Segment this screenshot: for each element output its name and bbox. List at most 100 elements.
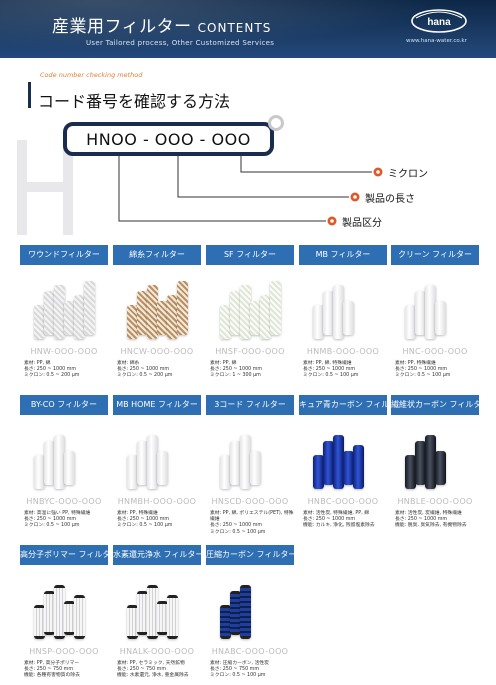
product-code: HNCW-OOO-OOO	[120, 347, 194, 356]
filter-cartridge	[250, 301, 261, 335]
product-title: 繊維状カーボン フィルター	[391, 395, 479, 415]
filter-cartridge	[343, 451, 354, 485]
product-card[interactable]: 繊維状カーボン フィルター HNBLE-OOO-OOO 素材: 活性炭, 炭繊維, …	[391, 395, 479, 530]
filter-cartridge	[220, 455, 231, 489]
filter-cartridge	[313, 305, 324, 339]
product-spec: 素材: 高温に強い PP, 特殊繊維 長さ: 250 ~ 1000 mm ミクロ…	[24, 511, 91, 529]
product-code: HNBLE-OOO-OOO	[397, 497, 473, 506]
filter-cartridge	[405, 455, 416, 489]
filter-cartridge	[147, 435, 158, 489]
product-image	[20, 569, 108, 645]
product-card[interactable]: 綿糸フィルター HNCW-OOO-OOO 素材: 綿糸 長さ: 250 ~ 1000…	[113, 245, 201, 380]
filter-cartridge	[250, 451, 261, 485]
filter-cartridge	[44, 591, 55, 635]
header-title: 産業用フィルター CONTENTS	[52, 12, 271, 37]
product-title: MB フィルター	[299, 245, 387, 265]
filter-cartridge	[230, 591, 241, 635]
filter-cartridge	[34, 605, 45, 639]
filter-cartridge	[44, 441, 55, 485]
label-micron: ミクロン	[388, 169, 428, 180]
product-image	[113, 269, 201, 345]
filter-cartridge	[54, 285, 65, 339]
header-shine	[0, 0, 496, 58]
product-image	[299, 269, 387, 345]
filter-cartridge	[240, 435, 251, 489]
product-image	[391, 419, 479, 495]
product-spec: 素材: PP, 特殊繊維 長さ: 250 ~ 1000 mm ミクロン: 0.5…	[117, 511, 173, 529]
product-title: 圧縮カーボン フィルター	[206, 545, 294, 565]
filter-cartridge	[240, 585, 251, 639]
product-code: HNW-OOO-OOO	[30, 347, 98, 356]
filter-cartridge	[405, 305, 416, 339]
filter-cartridge	[270, 281, 281, 335]
product-spec: 素材: 綿糸 長さ: 250 ~ 1000 mm ミクロン: 0.5 ~ 200…	[117, 361, 173, 379]
product-image	[391, 269, 479, 345]
filter-cartridge	[157, 301, 168, 335]
header-title-jp: 産業用フィルター	[52, 17, 192, 37]
filter-cartridge	[323, 441, 334, 485]
filter-cartridge	[34, 455, 45, 489]
product-spec: 素材: PP, 綿 長さ: 250 ~ 1000 mm ミクロン: 1 ~ 30…	[210, 361, 263, 379]
product-title: 水素還元浄水 フィルター	[113, 545, 201, 565]
product-image	[206, 269, 294, 345]
code-section-title: コード番号を確認する方法	[38, 92, 231, 111]
product-image	[206, 419, 294, 495]
filter-cartridge	[220, 605, 231, 639]
filter-cartridge	[343, 301, 354, 335]
label-product-category: 製品区分	[342, 218, 382, 229]
title-accent-bar	[28, 82, 31, 108]
product-spec: 素材: PP, 綿, ポリエステル(PET), 特殊繊維 長さ: 250 ~ 1…	[210, 511, 294, 535]
code-format-text: HNOO - OOO - OOO	[86, 130, 251, 149]
filter-cartridge	[415, 441, 426, 485]
product-title: ワウンドフィルター	[20, 245, 108, 265]
filter-cartridge	[54, 435, 65, 489]
filter-cartridge	[147, 285, 158, 339]
filter-cartridge	[137, 441, 148, 485]
filter-cartridge	[64, 301, 75, 335]
filter-cartridge	[167, 595, 178, 639]
code-format-box: HNOO - OOO - OOO	[63, 122, 274, 156]
product-title: MB HOME フィルター	[113, 395, 201, 415]
product-title: 綿糸フィルター	[113, 245, 201, 265]
filter-cartridge	[353, 445, 364, 489]
product-code: HNC-OOO-OOO	[402, 347, 468, 356]
code-section-caption: Code number checking method	[40, 71, 143, 79]
product-spec: 素材: 活性炭, 炭繊維, 特殊繊維 長さ: 250 ~ 1000 mm 機能:…	[395, 511, 467, 529]
product-image	[299, 419, 387, 495]
filter-cartridge	[177, 281, 188, 335]
product-code: HNBC-OOO-OOO	[307, 497, 379, 506]
filter-cartridge	[425, 435, 436, 489]
filter-cartridge	[64, 601, 75, 635]
product-spec: 素材: PP, 綿, 特殊繊維 長さ: 250 ~ 1000 mm ミクロン: …	[303, 361, 359, 379]
filter-cartridge	[260, 295, 271, 339]
header-title-en: CONTENTS	[197, 21, 272, 35]
filter-cartridge	[167, 295, 178, 339]
filter-cartridge	[240, 285, 251, 339]
product-spec: 素材: 活性炭, 特殊繊維, PP, 綿 長さ: 250 ~ 1000 mm 機…	[303, 511, 375, 529]
filter-cartridge	[333, 285, 344, 339]
product-title: 高分子ポリマー フィルター	[20, 545, 108, 565]
filter-cartridge	[333, 435, 344, 489]
filter-cartridge	[54, 585, 65, 639]
code-connector-lines	[118, 156, 383, 226]
filter-cartridge	[425, 285, 436, 339]
product-code: HNABC-OOO-OOO	[211, 647, 289, 656]
product-code: HNSP-OOO-OOO	[29, 647, 99, 656]
filter-cartridge	[313, 455, 324, 489]
hana-logo-icon: hana	[411, 9, 467, 33]
filter-cartridge	[157, 601, 168, 635]
filter-cartridge	[157, 451, 168, 485]
logo-text: hana	[427, 17, 451, 28]
